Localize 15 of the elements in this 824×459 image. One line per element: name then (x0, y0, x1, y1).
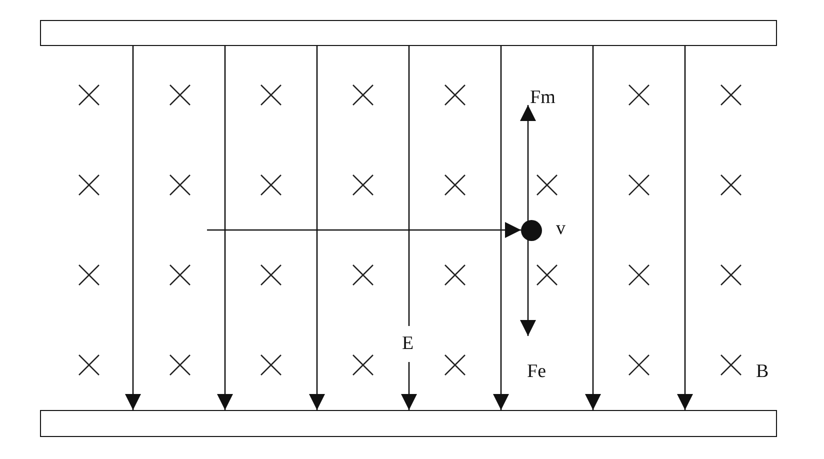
capacitor-plate (40, 20, 777, 46)
force-label: Fm (530, 88, 556, 108)
charged-particle (521, 220, 542, 241)
capacitor-plate (40, 410, 777, 437)
arrow (493, 46, 509, 410)
field-label: B (756, 362, 769, 382)
arrow (585, 46, 601, 410)
arrow (217, 46, 233, 410)
edge-label: E (400, 326, 416, 362)
arrow (125, 46, 141, 410)
force-label: Fe (527, 362, 546, 382)
arrow (309, 46, 325, 410)
velocity-label: v (556, 219, 566, 239)
arrow (401, 46, 417, 410)
arrow (677, 46, 693, 410)
